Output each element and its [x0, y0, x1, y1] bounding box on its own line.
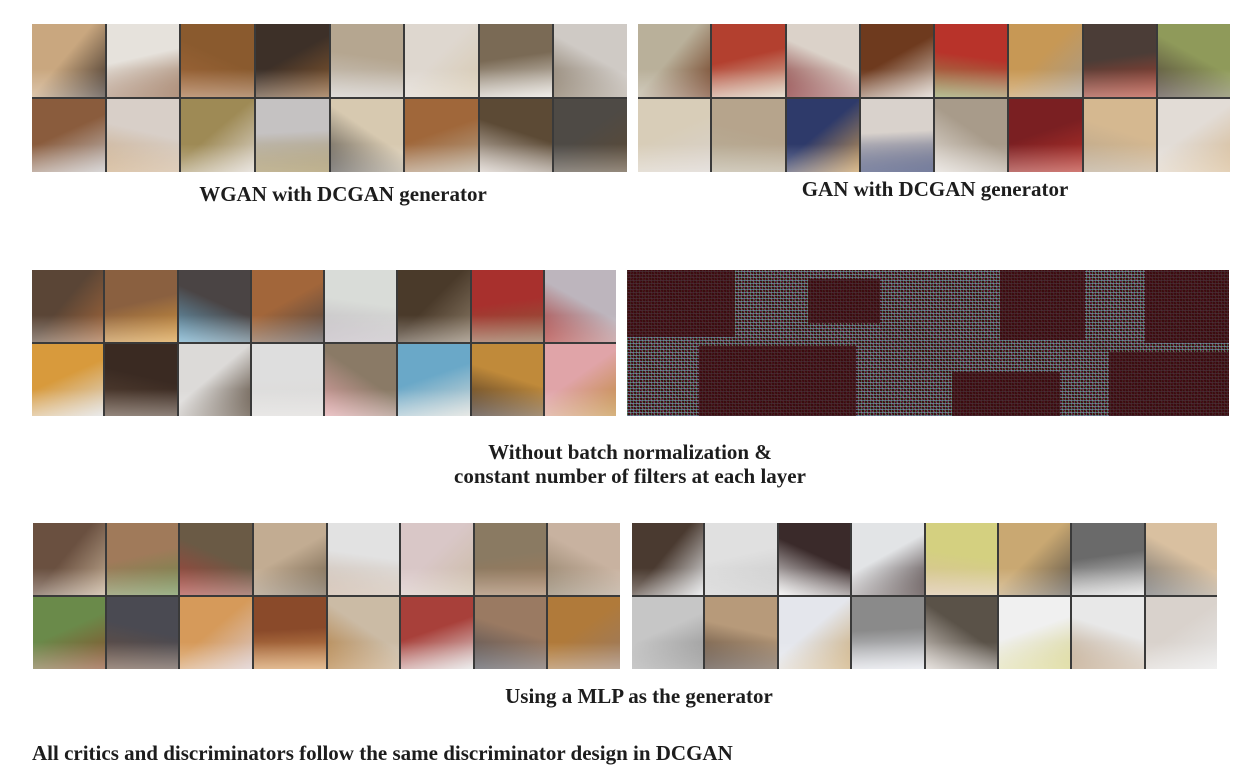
sample-image — [105, 270, 177, 342]
sample-image — [712, 99, 785, 172]
sample-image — [181, 24, 254, 97]
sample-image — [860, 99, 933, 172]
sample-image — [32, 99, 105, 172]
caption-no-batchnorm-line1: Without batch normalization & — [488, 440, 772, 464]
wgan-no-bn-samples — [32, 270, 616, 416]
sample-image — [479, 24, 553, 97]
sample-image — [935, 99, 1008, 172]
sample-image — [778, 597, 851, 669]
sample-image — [1157, 99, 1230, 172]
sample-image — [106, 597, 179, 669]
sample-image — [998, 523, 1071, 595]
wgan-dcgan-samples — [32, 24, 627, 172]
sample-image — [181, 99, 254, 172]
sample-image — [325, 270, 397, 342]
caption-mlp: Using a MLP as the generator — [505, 684, 773, 708]
sample-image — [398, 270, 470, 342]
sample-image — [405, 24, 478, 97]
sample-image — [1072, 597, 1144, 669]
sample-image — [548, 597, 620, 669]
sample-image — [1157, 24, 1230, 97]
sample-image — [178, 270, 250, 342]
gan-mlp-samples — [632, 523, 1217, 669]
sample-image — [327, 523, 400, 595]
sample-image — [178, 344, 250, 416]
sample-image — [786, 99, 859, 172]
sample-image — [544, 344, 616, 416]
sample-image — [330, 24, 404, 97]
sample-image — [544, 270, 616, 342]
sample-image — [105, 344, 177, 416]
sample-image — [1083, 24, 1156, 97]
sample-image — [255, 24, 329, 97]
sample-image — [1072, 523, 1144, 595]
sample-image — [638, 24, 711, 97]
sample-image — [33, 597, 105, 669]
sample-image — [474, 597, 547, 669]
sample-image — [180, 597, 252, 669]
sample-image — [330, 99, 404, 172]
sample-image — [327, 597, 400, 669]
sample-image — [554, 24, 627, 97]
sample-image — [705, 523, 777, 595]
caption-gan-dcgan: GAN with DCGAN generator — [801, 177, 1069, 201]
sample-image — [632, 523, 704, 595]
sample-image — [401, 523, 473, 595]
sample-image — [548, 523, 620, 595]
sample-image — [32, 24, 105, 97]
sample-image — [471, 270, 543, 342]
sample-image — [106, 24, 180, 97]
sample-image — [786, 24, 859, 97]
sample-image — [638, 99, 711, 172]
sample-image — [925, 523, 997, 595]
sample-image — [1083, 99, 1156, 172]
sample-image — [778, 523, 851, 595]
sample-image — [325, 344, 397, 416]
wgan-mlp-samples — [33, 523, 620, 669]
sample-image — [1145, 523, 1217, 595]
sample-image — [398, 344, 470, 416]
sample-image — [852, 597, 924, 669]
sample-image — [405, 99, 478, 172]
sample-image — [401, 597, 473, 669]
gan-no-bn-noise-samples — [627, 270, 1229, 416]
gan-dcgan-samples — [638, 24, 1230, 172]
footnote: All critics and discriminators follow th… — [32, 741, 733, 765]
sample-image — [253, 597, 326, 669]
sample-image — [1145, 597, 1217, 669]
sample-image — [251, 270, 323, 342]
sample-image — [554, 99, 627, 172]
sample-image — [935, 24, 1008, 97]
sample-image — [632, 597, 704, 669]
sample-image — [998, 597, 1071, 669]
sample-image — [32, 270, 104, 342]
sample-image — [705, 597, 777, 669]
sample-image — [33, 523, 105, 595]
sample-image — [471, 344, 543, 416]
sample-image — [1009, 99, 1082, 172]
sample-image — [255, 99, 329, 172]
sample-image — [860, 24, 933, 97]
caption-wgan-dcgan: WGAN with DCGAN generator — [199, 182, 487, 206]
sample-image — [180, 523, 252, 595]
sample-image — [251, 344, 323, 416]
sample-image — [1009, 24, 1082, 97]
sample-image — [479, 99, 553, 172]
sample-image — [712, 24, 785, 97]
sample-image — [925, 597, 997, 669]
caption-no-batchnorm-line2: constant number of filters at each layer — [454, 464, 806, 488]
sample-image — [852, 523, 924, 595]
sample-image — [253, 523, 326, 595]
sample-image — [106, 99, 180, 172]
sample-image — [106, 523, 179, 595]
sample-image — [474, 523, 547, 595]
sample-image — [32, 344, 104, 416]
